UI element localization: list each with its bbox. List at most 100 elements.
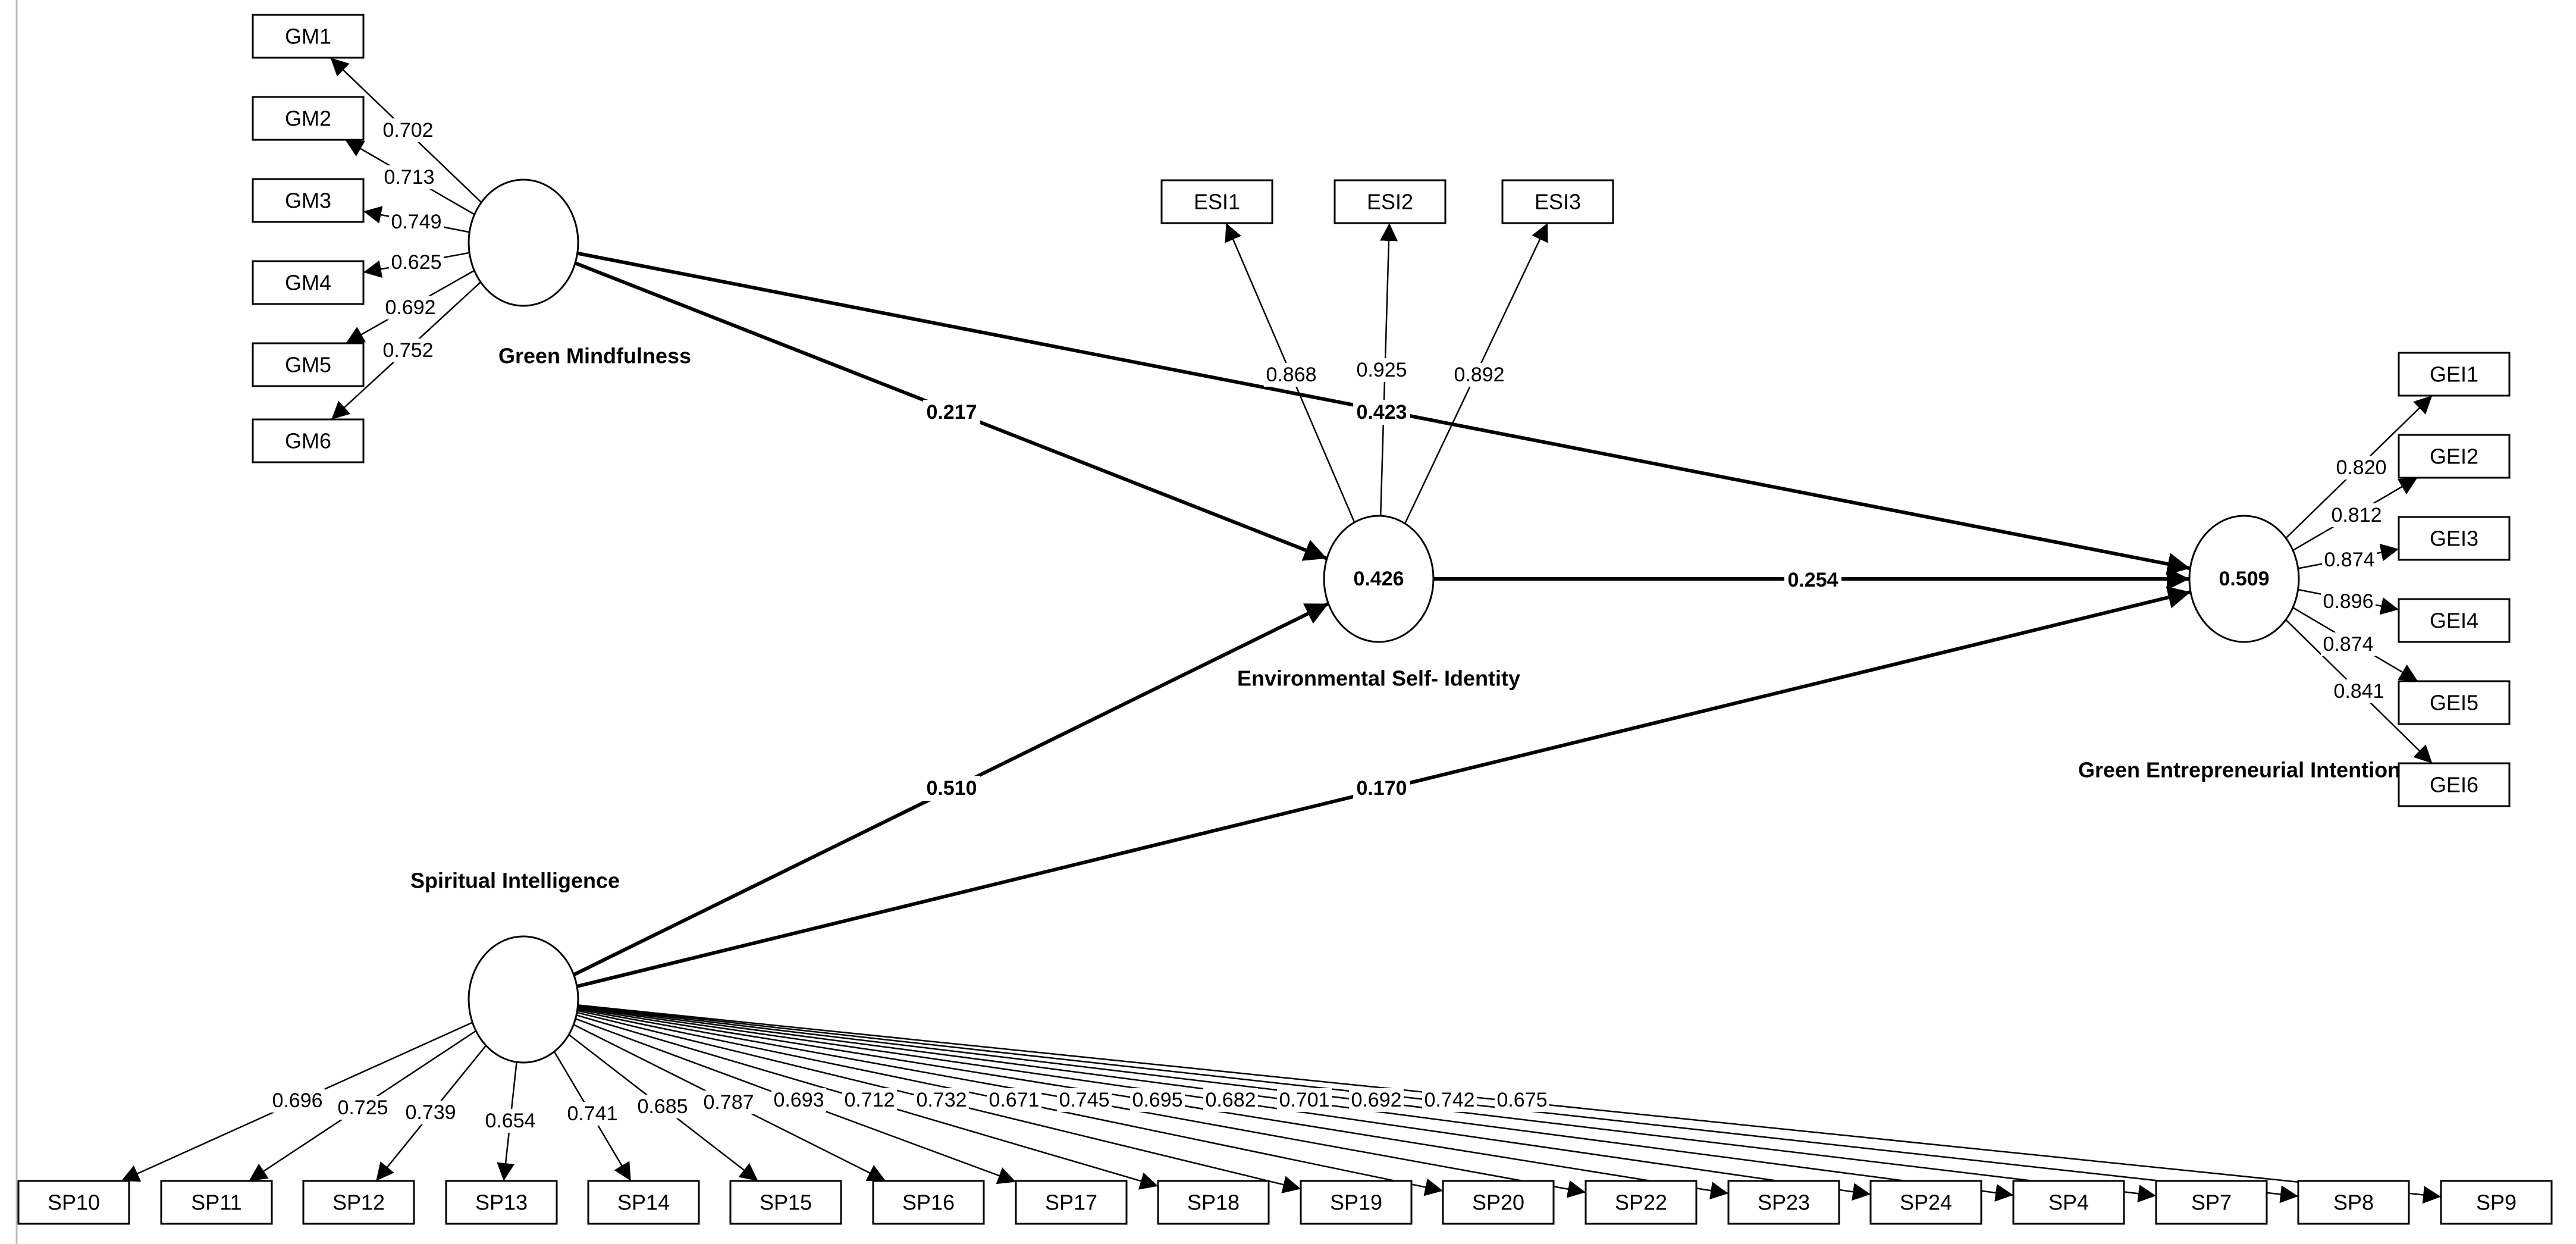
indicator-box-sp9[interactable] <box>2440 1180 2553 1225</box>
loading-value-sp15: 0.685 <box>637 1095 688 1118</box>
loading-value-sp12: 0.739 <box>405 1101 456 1124</box>
loading-value-gei2-bg <box>2329 503 2384 527</box>
indicator-box-sp13[interactable] <box>445 1180 558 1225</box>
indicator-label-sp4: SP4 <box>2048 1190 2089 1215</box>
loading-value-gm5-bg <box>383 296 438 319</box>
r2-value-esi: 0.426 <box>1353 568 1404 590</box>
loading-value-gei4-bg <box>2321 590 2376 613</box>
indicator-box-gm6[interactable] <box>252 418 365 463</box>
loading-value-sp23: 0.695 <box>1132 1089 1182 1111</box>
construct-name-gei: Green Entrepreneurial Intention <box>2078 758 2401 782</box>
indicator-label-gm1: GM1 <box>285 24 331 49</box>
indicator-box-sp10[interactable] <box>17 1180 130 1225</box>
loading-value-sp11-bg <box>335 1096 390 1120</box>
loading-value-sp14-bg <box>565 1102 620 1126</box>
construct-spiritual-intelligence[interactable] <box>467 935 579 1064</box>
loading-value-sp8: 0.742 <box>1424 1089 1474 1111</box>
loading-value-gei1: 0.820 <box>2336 456 2386 479</box>
loading-value-esi2-bg <box>1354 358 1409 382</box>
loading-value-gm6-bg <box>381 339 435 362</box>
loading-value-gei6-bg <box>2332 679 2386 703</box>
indicator-box-sp19[interactable] <box>1300 1180 1413 1225</box>
loading-value-esi1-bg <box>1264 363 1319 387</box>
construct-name-sp: Spiritual Intelligence <box>410 869 620 893</box>
loading-value-gei1-bg <box>2334 456 2389 480</box>
loading-value-sp17-bg <box>771 1088 826 1112</box>
indicator-box-sp14[interactable] <box>587 1180 700 1225</box>
loading-value-sp12-bg <box>403 1101 458 1124</box>
indicator-box-gei1[interactable] <box>2398 352 2511 397</box>
indicator-label-esi3: ESI3 <box>1535 190 1581 214</box>
indicator-box-gm4[interactable] <box>252 260 365 305</box>
indicator-box-gei6[interactable] <box>2398 762 2511 807</box>
indicator-box-gei4[interactable] <box>2398 598 2511 643</box>
indicator-box-gei5[interactable] <box>2398 680 2511 725</box>
indicator-box-sp11[interactable] <box>160 1180 273 1225</box>
loading-value-gm4-bg <box>389 250 444 274</box>
indicator-box-sp20[interactable] <box>1442 1180 1555 1225</box>
construct-green-entrepreneurial-intention[interactable] <box>2188 515 2300 643</box>
loading-value-sp16-bg <box>701 1091 756 1114</box>
label-layer: GM10.702GM20.713GM30.749GM40.625GM50.692… <box>48 24 2517 1215</box>
indicator-box-gm1[interactable] <box>252 14 365 59</box>
indicator-label-sp16: SP16 <box>902 1190 955 1215</box>
loading-value-sp20: 0.671 <box>989 1089 1039 1111</box>
indicator-box-sp12[interactable] <box>302 1180 415 1225</box>
loading-value-gm5: 0.692 <box>385 296 435 319</box>
indicator-box-sp18[interactable] <box>1157 1180 1270 1225</box>
loading-value-sp4: 0.701 <box>1279 1089 1329 1111</box>
indicator-box-sp7[interactable] <box>2155 1180 2268 1225</box>
indicator-label-sp12: SP12 <box>332 1190 385 1215</box>
indicator-box-gm2[interactable] <box>252 96 365 141</box>
path-coef-sp-esi: 0.510 <box>926 777 977 800</box>
indicator-label-gm3: GM3 <box>285 189 331 213</box>
indicator-box-sp8[interactable] <box>2297 1180 2410 1225</box>
indicator-box-esi3[interactable] <box>1501 179 1614 224</box>
indicator-label-gei4: GEI4 <box>2430 609 2478 633</box>
path-coef-gm-esi-bg <box>923 400 980 425</box>
loading-value-gei2: 0.812 <box>2331 504 2382 527</box>
loading-value-gm1-bg <box>381 118 435 142</box>
indicator-box-sp15[interactable] <box>729 1180 842 1225</box>
indicator-label-gm2: GM2 <box>285 106 331 131</box>
loading-value-sp9: 0.675 <box>1496 1089 1547 1111</box>
loading-value-sp13-bg <box>483 1109 538 1133</box>
indicator-label-gei6: GEI6 <box>2430 773 2478 797</box>
indicator-label-sp23: SP23 <box>1758 1190 1810 1215</box>
indicator-box-sp4[interactable] <box>2012 1180 2125 1225</box>
indicator-box-gei2[interactable] <box>2398 434 2511 479</box>
indicator-box-sp17[interactable] <box>1015 1180 1128 1225</box>
indicator-label-sp15: SP15 <box>760 1190 812 1215</box>
construct-green-mindfulness[interactable] <box>467 178 579 307</box>
loading-value-gei5: 0.874 <box>2323 633 2373 656</box>
indicator-box-gm5[interactable] <box>252 342 365 387</box>
indicator-box-sp23[interactable] <box>1727 1180 1840 1225</box>
indicator-label-sp7: SP7 <box>2191 1190 2232 1215</box>
loading-value-sp16: 0.787 <box>703 1091 754 1114</box>
indicator-label-sp22: SP22 <box>1615 1190 1667 1215</box>
indicator-box-sp24[interactable] <box>1869 1180 1982 1225</box>
indicator-box-sp16[interactable] <box>872 1180 985 1225</box>
indicator-label-sp11: SP11 <box>191 1190 241 1215</box>
loading-value-sp10: 0.696 <box>272 1089 322 1112</box>
indicator-label-esi1: ESI1 <box>1194 190 1240 214</box>
loading-value-sp19: 0.732 <box>916 1089 967 1111</box>
indicator-label-sp14: SP14 <box>617 1190 670 1215</box>
loading-value-esi3: 0.892 <box>1454 364 1504 386</box>
loading-value-sp7-bg <box>1349 1088 1404 1112</box>
loading-value-sp13: 0.654 <box>485 1110 535 1132</box>
indicator-box-esi1[interactable] <box>1160 179 1273 224</box>
construct-environmental-self-identity[interactable] <box>1323 515 1435 643</box>
indicator-box-esi2[interactable] <box>1334 179 1447 224</box>
loading-value-gei6: 0.841 <box>2333 680 2384 703</box>
path-coef-sp-esi-bg <box>923 776 980 801</box>
loading-value-sp11: 0.725 <box>337 1096 388 1119</box>
indicator-label-gm6: GM6 <box>285 429 331 453</box>
loading-value-gm2: 0.713 <box>384 166 434 189</box>
indicator-box-gei3[interactable] <box>2398 516 2511 561</box>
loading-value-sp8-bg <box>1422 1088 1477 1112</box>
indicator-box-gm3[interactable] <box>252 178 365 223</box>
node-layer <box>17 14 2553 1225</box>
indicator-box-sp22[interactable] <box>1584 1180 1698 1225</box>
